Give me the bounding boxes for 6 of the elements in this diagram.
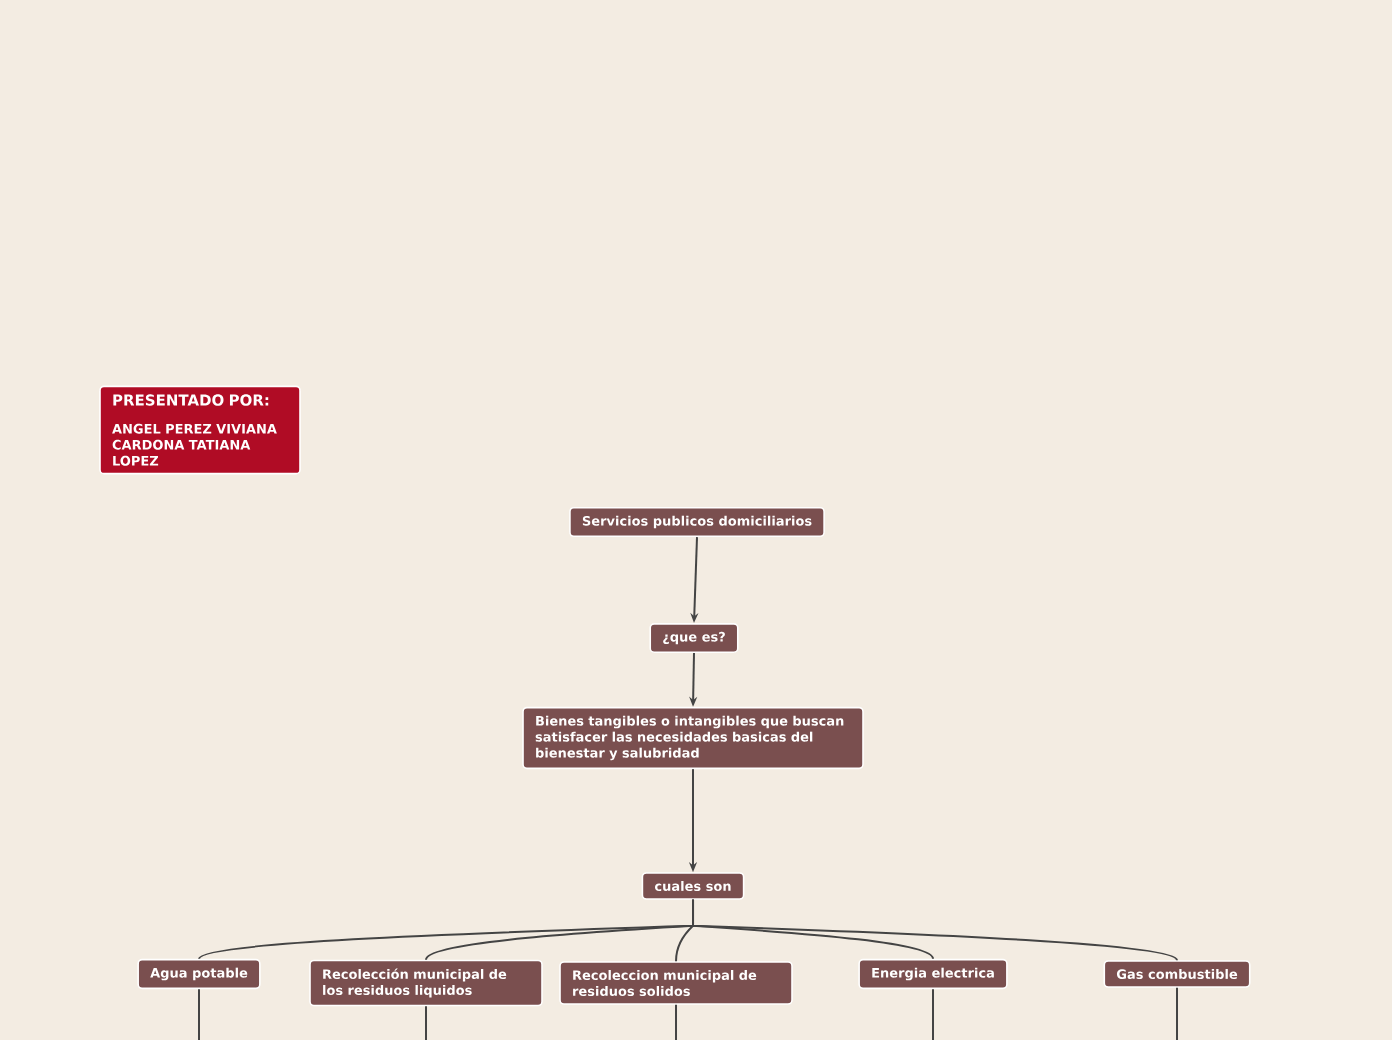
connector — [1176, 986, 1178, 1040]
connector — [675, 1003, 677, 1040]
connector — [425, 1005, 427, 1040]
connector — [692, 898, 1178, 962]
connector — [198, 988, 200, 1040]
connector — [932, 988, 934, 1040]
